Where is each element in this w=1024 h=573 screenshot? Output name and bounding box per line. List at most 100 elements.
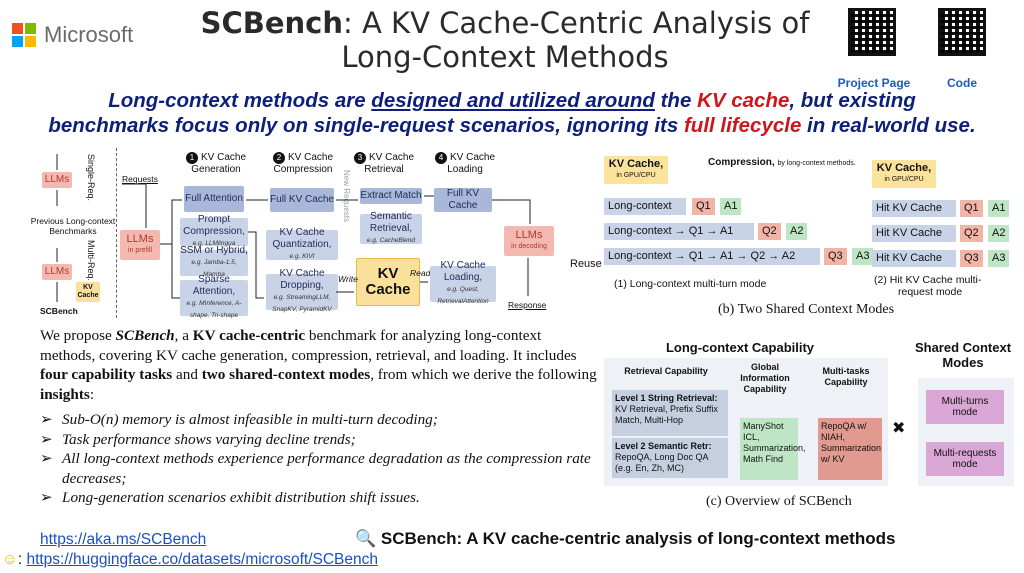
microsoft-logo-icon: [12, 23, 36, 47]
kv-cache-label: KV Cache,in GPU/CPU: [604, 156, 668, 184]
chip-q1: Q1: [960, 200, 983, 217]
chip-a3: A3: [988, 250, 1010, 267]
requests-label: Requests: [122, 174, 158, 184]
llms-decoding-label: LLMs: [515, 229, 543, 241]
figure-b-shared-context: KV Cache,in GPU/CPU Compression, by long…: [568, 148, 1020, 320]
chip-a2: A2: [786, 223, 808, 240]
single-req-label: Single-Req.: [86, 154, 96, 202]
bottom-title-text: SCBench: A KV cache-centric analysis of …: [380, 529, 896, 548]
title-rest: : A KV Cache-Centric Analysis of: [343, 6, 810, 40]
chip-long-context: Long-context → Q1 → A1: [604, 223, 754, 240]
list-item: ➢Sub-O(n) memory is almost infeasible in…: [40, 411, 438, 428]
times-icon: ✖: [892, 420, 906, 437]
pipeline-arrows: [56, 154, 531, 302]
reuse-label: Reuse: [570, 258, 602, 270]
chip-q2: Q2: [960, 225, 983, 242]
chip-a3: A3: [852, 248, 874, 265]
qr-project[interactable]: [848, 8, 896, 56]
lc-capability-head: Long-context Capability: [665, 340, 815, 355]
previous-benchmarks-label: Previous Long-context Benchmarks: [30, 216, 116, 236]
links: https://aka.ms/SCBench ☺: https://huggin…: [2, 530, 378, 570]
brand-name: Microsoft: [44, 22, 134, 47]
huggingface-icon: ☺: [2, 551, 18, 568]
read-label: Read: [410, 268, 431, 278]
chip-long-context: Long-context: [604, 198, 686, 215]
chip-a1: A1: [720, 198, 742, 215]
write-label: Write: [338, 274, 358, 284]
llms-box: LLMs: [42, 172, 72, 188]
qr-project-label: Project Page: [837, 76, 911, 90]
chip-q3: Q3: [824, 248, 847, 265]
mode1-label: (1) Long-context multi-turn mode: [614, 278, 767, 290]
multi-requests-box: Multi-requests mode: [926, 442, 1004, 476]
qr-code-icon: [848, 8, 896, 56]
arrow-bullet-icon: ➢: [40, 489, 53, 506]
bottom-title: 🔍 SCBench: A KV cache-centric analysis o…: [355, 529, 895, 549]
list-item: ➢Task performance shows varying decline …: [40, 430, 356, 448]
list-item: ➢All long-context methods experience per…: [40, 450, 591, 487]
tagline-highlight: KV cache: [697, 89, 790, 112]
tagline-highlight: full lifecycle: [683, 114, 802, 137]
response-label: Response: [508, 300, 547, 310]
multitask-head: Multi-tasks Capability: [822, 366, 870, 387]
list-item: ➢Long-generation scenarios exhibit distr…: [40, 489, 420, 506]
ssm-box: SSM or Hybrid,e.g. Jamba-1.5, Mamba: [180, 245, 248, 278]
divider: [116, 148, 117, 318]
scbench-label: SCBench: [40, 306, 78, 316]
chip-q1: Q1: [692, 198, 715, 215]
figure-c-caption: (c) Overview of SCBench: [706, 494, 852, 509]
kv-loading-box: KV Cache Loading,e.g. Quest, RetrievalAt…: [430, 260, 496, 305]
qr-code-label: Code: [947, 76, 977, 90]
retrieval-head: Retrieval Capability: [624, 366, 708, 376]
level2-box: Level 2 Semantic Retr:RepoQA, Long Doc Q…: [612, 438, 728, 478]
sparse-attention-box: Sparse Attention,e.g. MInference, A-shap…: [180, 274, 248, 319]
compression-label: Compression, by long-context methods.: [708, 157, 856, 168]
tagline-text: benchmarks focus only on single-request …: [48, 114, 684, 137]
title-bold: SCBench: [200, 6, 343, 40]
tagline-text: , but existing: [789, 89, 916, 112]
tagline-text: Long-context methods are: [108, 89, 372, 112]
qr-code[interactable]: [938, 8, 986, 56]
chip-a1: A1: [988, 200, 1010, 217]
tagline-underline: designed and utilized around: [371, 89, 655, 112]
tagline-text: the: [654, 89, 698, 112]
arrow-bullet-icon: ➢: [40, 450, 53, 467]
figure-c-overview: Long-context Capability Retrieval Capabi…: [600, 338, 1020, 509]
tagline: Long-context methods are designed and ut…: [10, 88, 1014, 138]
kv-cache-label: KV Cache,in GPU/CPU: [872, 160, 936, 188]
figure-a-pipeline: LLMs Single-Req. Previous Long-context B…: [30, 148, 562, 319]
multi-turns-box: Multi-turns mode: [926, 390, 1004, 424]
kv-cache-small: KV Cache: [76, 282, 100, 302]
shared-context-head: Shared Context Modes: [914, 340, 1012, 370]
in-prefill-label: in prefill: [127, 247, 153, 254]
mode2-label: (2) Hit KV Cache multi-request mode: [874, 274, 982, 298]
aka-link[interactable]: https://aka.ms/SCBench: [40, 531, 207, 548]
level1-box: Level 1 String Retrieval:KV Retrieval, P…: [612, 390, 728, 436]
abstract-paragraph: We propose SCBench, a KV cache-centric b…: [40, 327, 597, 403]
semantic-retrieval-box: Semantic Retrieval,e.g. CacheBlend: [360, 211, 422, 244]
full-attention-box: Full Attention: [184, 186, 244, 212]
multitask-box: RepoQA w/ NIAH, Summarization w/ KV: [818, 418, 882, 480]
kv-dropping-box: KV Cache Dropping,e.g. StreamingLLM, Sna…: [266, 268, 338, 313]
in-decoding-label: in decoding: [511, 243, 547, 250]
arrow-bullet-icon: ➢: [40, 430, 53, 448]
kv-quantization-box: KV Cache Quantization,e.g. KIVI: [266, 227, 338, 260]
huggingface-link[interactable]: https://huggingface.co/datasets/microsof…: [26, 551, 378, 568]
kv-cache-main: KV Cache: [356, 258, 420, 306]
global-box: ManyShot ICL, Summarization, Math Find: [740, 418, 806, 480]
chip-a2: A2: [988, 225, 1010, 242]
tagline-text: in real-world use.: [801, 114, 976, 137]
chip-q3: Q3: [960, 250, 983, 267]
arrow-bullet-icon: ➢: [40, 411, 53, 428]
chip-q2: Q2: [758, 223, 781, 240]
hf-prefix: :: [17, 551, 23, 568]
llms-prefill-label: LLMs: [126, 233, 154, 245]
page-title: SCBench: A KV Cache-Centric Analysis of …: [150, 6, 860, 74]
multi-req-label: Multi-Req.: [86, 240, 96, 282]
qr-code-icon: [938, 8, 986, 56]
chip-hit-kv: Hit KV Cache: [872, 225, 956, 242]
